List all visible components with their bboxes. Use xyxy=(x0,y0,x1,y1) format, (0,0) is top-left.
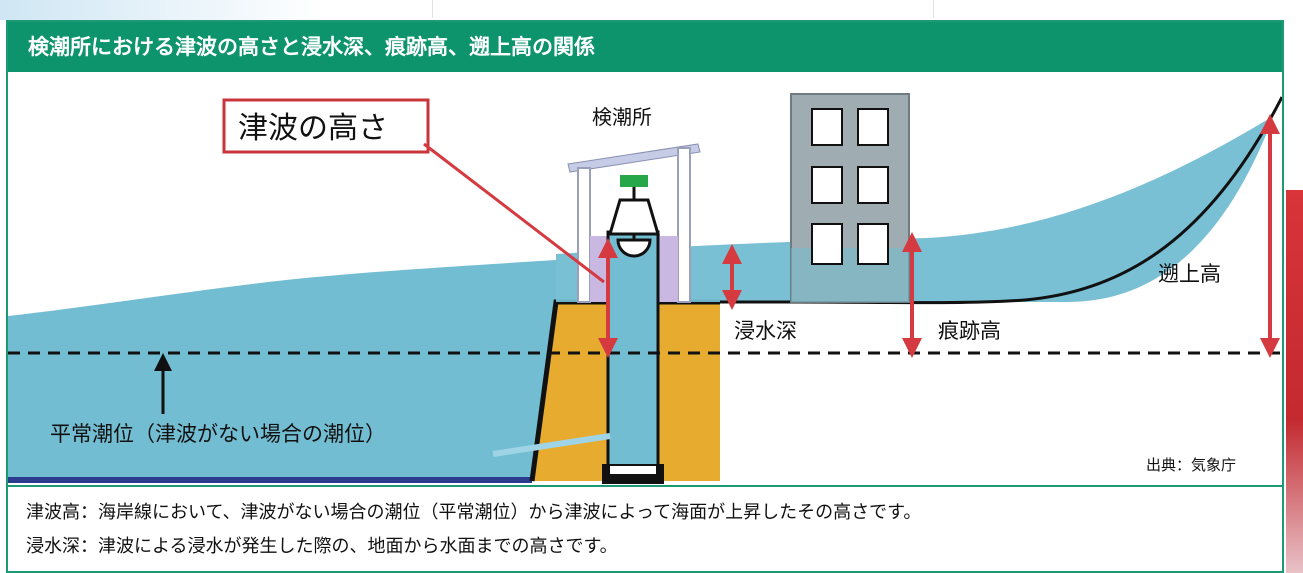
tsunami-height-label-box xyxy=(222,98,430,154)
sea-water-left xyxy=(8,260,556,481)
intake-pipe xyxy=(492,433,611,457)
panel-title: 検潮所における津波の高さと浸水深、痕跡高、遡上高の関係 xyxy=(8,22,1282,72)
building-flooded-part xyxy=(791,248,909,302)
trace-height-label: 痕跡高 xyxy=(938,319,1001,343)
tsunami-height-leader xyxy=(423,142,605,284)
normal-tide-label: 平常潮位（津波がない場合の潮位） xyxy=(50,422,386,446)
inundation-depth-label: 浸水深 xyxy=(734,319,797,343)
tsunami-height-label: 津波の高さ xyxy=(238,111,388,146)
runup-height-label: 遡上高 xyxy=(1158,262,1221,286)
footer-line-tsunami-height: 津波高：海岸線において、津波がない場合の潮位（平常潮位）から津波によって海面が上… xyxy=(26,502,922,523)
footer-notes: 津波高：海岸線において、津波がない場合の潮位（平常潮位）から津波によって海面が上… xyxy=(8,485,1282,573)
building-windows xyxy=(811,108,889,265)
source-label: 出典：気象庁 xyxy=(1146,456,1236,474)
diagram-area: 津波の高さ 検潮所 浸水深 痕跡高 遡上高 平常潮位（津波がない場合の潮位） 出… xyxy=(8,72,1282,485)
background-top-strip xyxy=(0,0,1303,20)
background-right-edge xyxy=(1286,190,1303,573)
tsunami-diagram: 津波の高さ 検潮所 浸水深 痕跡高 遡上高 平常潮位（津波がない場合の潮位） 出… xyxy=(8,93,1282,484)
footer-line-inundation-depth: 浸水深：津波による浸水が発生した際の、地面から水面までの高さです。 xyxy=(26,536,618,557)
tide-station-label: 検潮所 xyxy=(592,105,652,129)
background-faint-box xyxy=(432,0,934,18)
diagram-panel: 検潮所における津波の高さと浸水深、痕跡高、遡上高の関係 xyxy=(6,20,1284,573)
